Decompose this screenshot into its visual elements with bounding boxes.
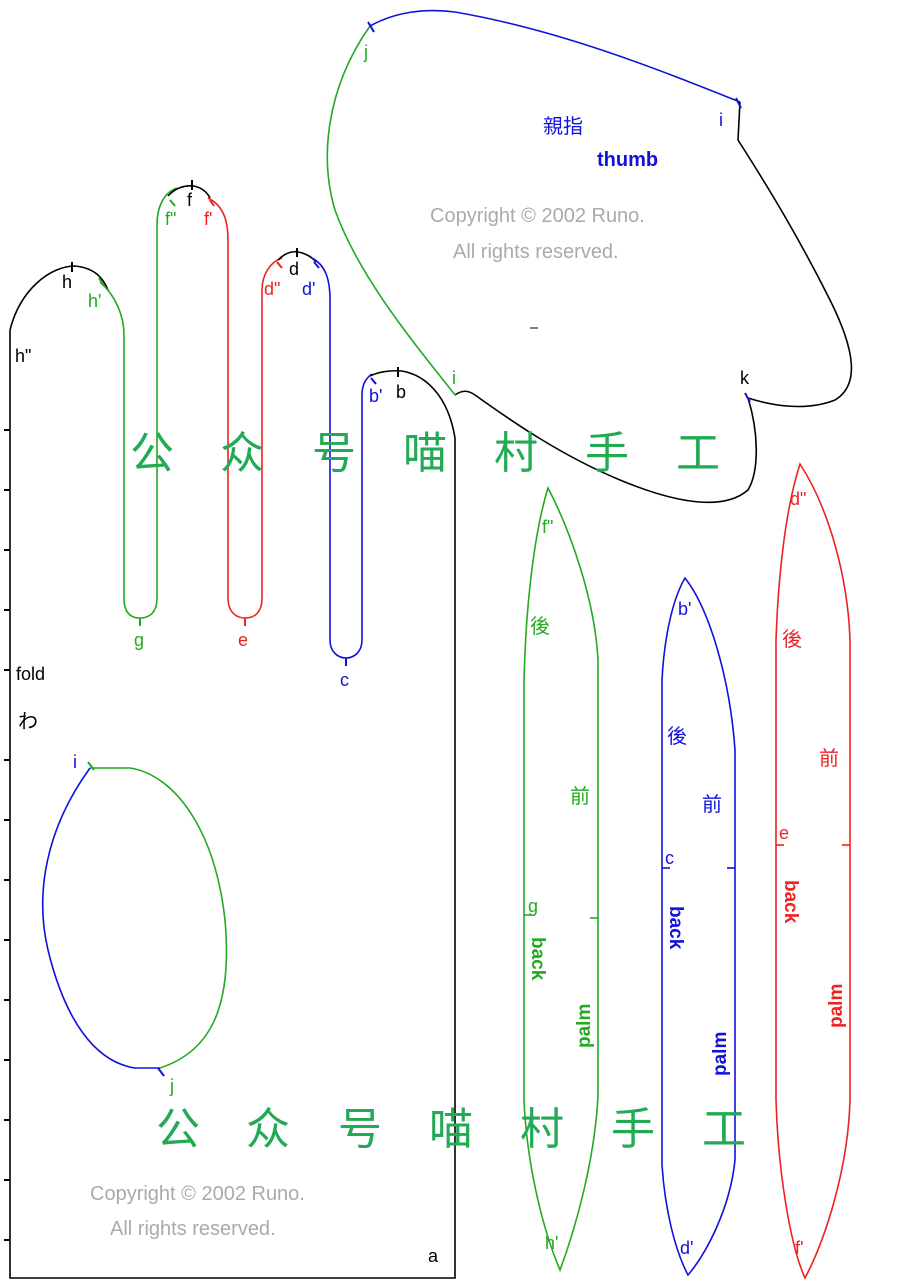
hand-outline-body: [9, 330, 456, 1279]
watermark-char: 号: [338, 1104, 382, 1155]
gusset-red-top: d": [790, 489, 806, 509]
hand-labels: h h' h" f f" f' d d" d' b b' g e c a i j…: [15, 190, 439, 1266]
gusset-red-back: back: [780, 880, 801, 924]
gusset-blue: [661, 576, 736, 1277]
point-d-dbl: d": [264, 279, 280, 299]
gusset-green-palm: palm: [574, 1004, 595, 1048]
watermark-char: 喵: [403, 428, 447, 479]
ring-finger-left: [156, 187, 178, 598]
gusset-red: [775, 462, 851, 1280]
thumb-point-i-top: i: [719, 110, 723, 130]
point-d: d: [289, 259, 299, 279]
point-b: b: [396, 382, 406, 402]
gusset-green-mid: g: [528, 896, 538, 916]
gusset-blue-front-kanji: 前: [702, 792, 722, 816]
point-f-prime: f': [204, 209, 212, 229]
hand-copyright-1: Copyright © 2002 Runo.: [90, 1183, 305, 1205]
point-h-dbl: h": [15, 346, 31, 366]
watermark-char: 手: [585, 428, 629, 479]
fold-dashes: [4, 429, 10, 1241]
thumb-hole-green: [90, 767, 228, 1069]
gusset-red-labels: d" 後 前 e back palm f': [779, 489, 847, 1258]
point-d-prime: d': [302, 279, 315, 299]
gusset-green: [523, 485, 599, 1273]
gusset-red-bottom: f': [795, 1238, 803, 1258]
hole-tick-i: [87, 761, 95, 771]
gusset-blue-back-kanji: 後: [667, 724, 687, 748]
watermark-char: 公: [130, 428, 174, 479]
gusset-red-outline: [775, 462, 851, 1280]
watermark-char: 公: [156, 1104, 200, 1155]
gusset-red-back-kanji: 後: [782, 627, 802, 651]
gusset-green-top: f": [542, 517, 553, 537]
gusset-red-palm: palm: [826, 984, 847, 1028]
watermark-row-2: 公 众 号 喵 村 手 工: [156, 1104, 746, 1155]
gusset-green-back-kanji: 後: [530, 614, 550, 638]
thumb-outline-blue: [369, 9, 741, 103]
gusset-blue-palm: palm: [710, 1032, 731, 1076]
point-h: h: [62, 272, 72, 292]
watermark-char: 工: [676, 428, 720, 479]
hand-piece: [4, 180, 456, 1279]
watermark-char: 村: [494, 428, 538, 479]
hole-point-i: i: [73, 752, 77, 772]
thumb-kanji: 親指: [543, 114, 583, 138]
point-g: g: [134, 630, 144, 650]
index-finger-top: [369, 369, 456, 439]
thumb-hole-blue: [41, 767, 160, 1069]
hole-tick-j: [157, 1067, 165, 1077]
gusset-blue-top: b': [678, 599, 691, 619]
hand-copyright-2: All rights reserved.: [110, 1218, 276, 1240]
gusset-blue-labels: b' 後 前 c back palm d': [665, 599, 731, 1258]
watermark-row-1: 公 众 号 喵 村 手 工: [130, 428, 720, 479]
watermark-char: 手: [611, 1104, 655, 1155]
finger-ticks: [71, 180, 399, 666]
thumb-tick-k: [744, 392, 751, 403]
thumb-tick-i: [735, 97, 742, 109]
gusset-green-bottom: h': [545, 1233, 558, 1253]
watermark-char: 众: [246, 1104, 290, 1155]
gusset-blue-back: back: [665, 906, 686, 950]
gusset-blue-outline: [661, 576, 736, 1277]
gusset-green-labels: f" 後 前 g back palm h': [527, 517, 595, 1253]
fold-kana: わ: [18, 709, 38, 733]
point-e: e: [238, 630, 248, 650]
watermark-char: 号: [312, 428, 356, 479]
gusset-blue-mid: c: [665, 848, 674, 868]
gusset-green-back: back: [527, 937, 548, 981]
point-a: a: [428, 1246, 439, 1266]
thumb-point-i-bottom: i: [452, 368, 456, 388]
thumb-tick-j: [367, 21, 375, 33]
watermark-char: 喵: [429, 1104, 473, 1155]
thumb-copyright-2: All rights reserved.: [453, 241, 619, 263]
gusset-green-front-kanji: 前: [570, 784, 590, 808]
gusset-red-front-kanji: 前: [819, 746, 839, 770]
gusset-green-outline: [523, 485, 599, 1273]
gusset-red-mid: e: [779, 823, 789, 843]
thumb-piece: [326, 9, 853, 504]
thumb-point-k: k: [740, 368, 750, 388]
watermark-char: 工: [702, 1104, 746, 1155]
little-finger-side: [99, 281, 158, 619]
thumb-outline-black: [454, 101, 853, 504]
point-h-prime: h': [88, 291, 101, 311]
fold-label: fold: [16, 664, 45, 684]
thumb-point-j: j: [363, 42, 368, 62]
thumb-labels: j i i k 親指 thumb Copyright © 2002 Runo. …: [363, 42, 750, 388]
ring-finger-right: [207, 197, 283, 619]
watermark-char: 众: [220, 428, 264, 479]
point-f-dbl: f": [165, 209, 176, 229]
watermark-char: 村: [520, 1104, 564, 1155]
point-f: f: [187, 190, 193, 210]
point-b-prime: b': [369, 386, 382, 406]
thumb-label: thumb: [597, 149, 658, 171]
point-c: c: [340, 670, 349, 690]
gusset-blue-bottom: d': [680, 1238, 693, 1258]
thumb-outline-green: [326, 25, 456, 396]
thumb-copyright-1: Copyright © 2002 Runo.: [430, 205, 645, 227]
hole-point-j: j: [169, 1076, 174, 1096]
